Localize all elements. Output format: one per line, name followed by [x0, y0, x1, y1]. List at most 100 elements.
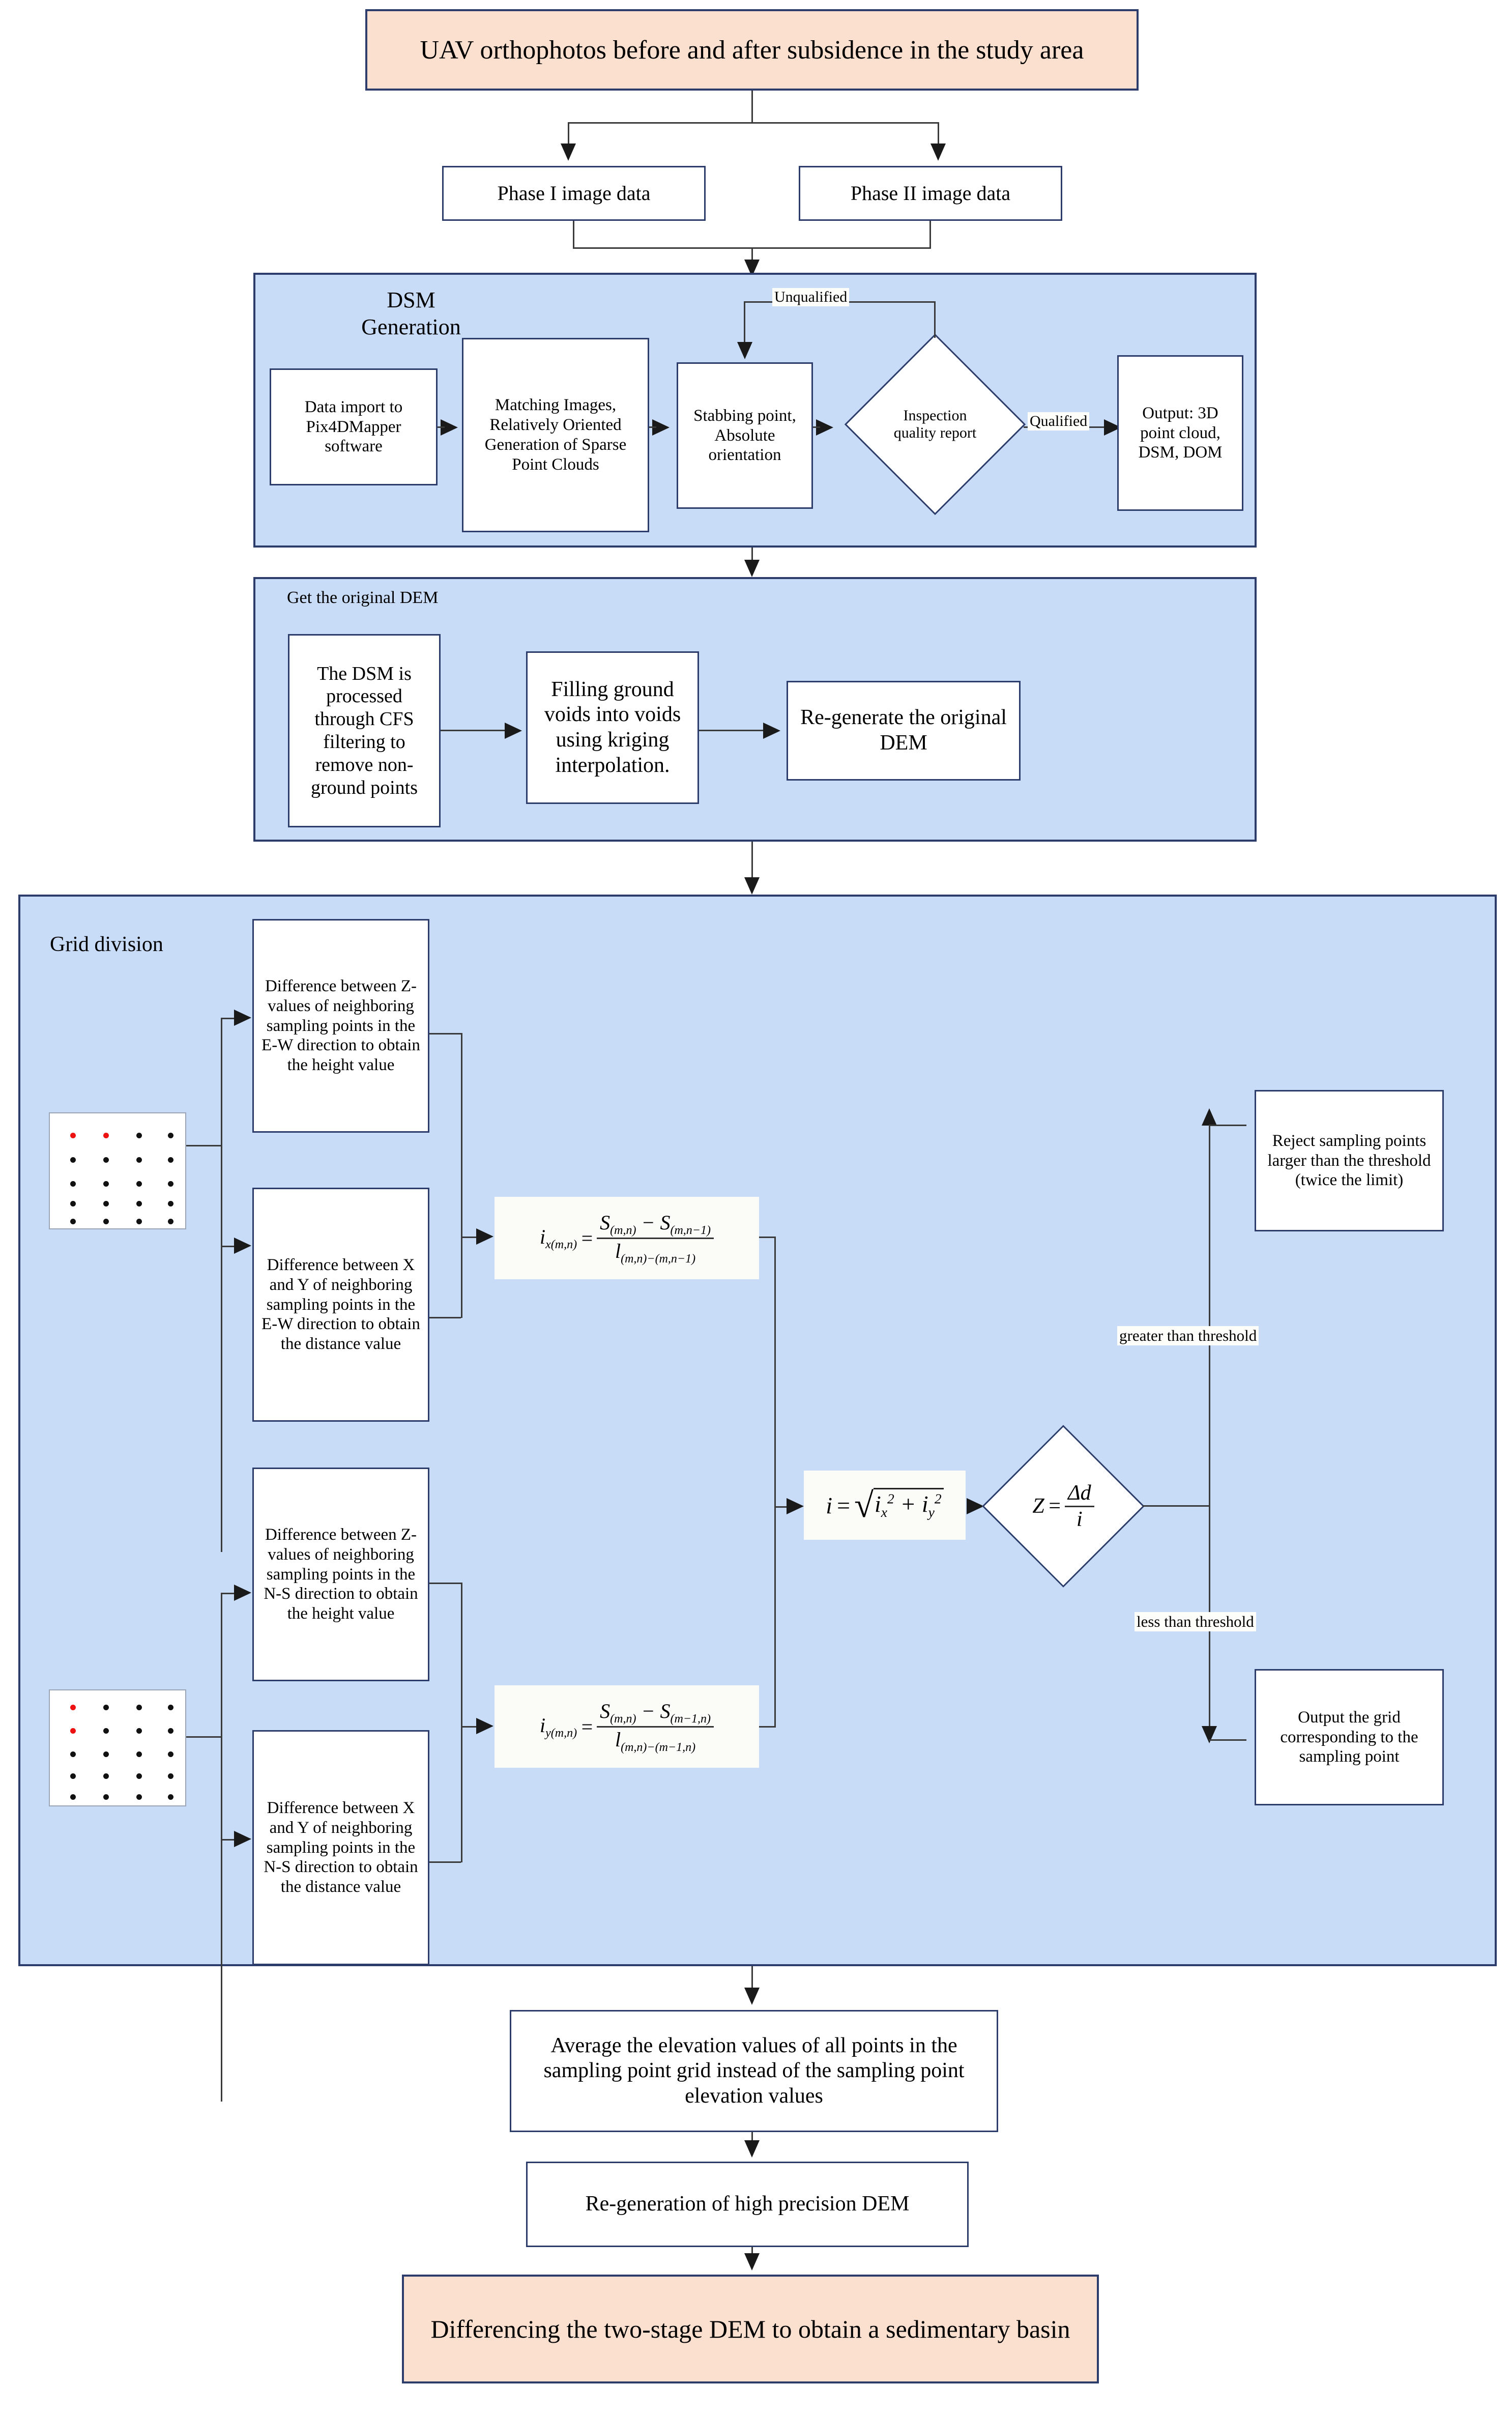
formula-iy-eq: = [580, 1715, 594, 1738]
formula-z-denominator: i [1077, 1507, 1083, 1531]
node-kriging-interpolation-label: Filling ground voids into voids using kr… [544, 677, 681, 777]
formula-ix-lhs: ix(m,n) [540, 1225, 577, 1251]
panel-get-original-dem-title: Get the original DEM [287, 588, 439, 607]
node-stabbing-point: Stabbing point, Absolute orientation [677, 362, 813, 509]
arrowhead-i-formula [787, 1498, 804, 1514]
connector-phase2-down [929, 221, 931, 247]
connector-nsz-right [429, 1583, 461, 1584]
connector-unqualified-up [934, 301, 936, 338]
node-matching-images-label: Matching Images, Relatively Oriented Gen… [484, 396, 627, 474]
node-uav-orthophotos-label: UAV orthophotos before and after subside… [420, 35, 1084, 65]
connector-terminal-down [751, 91, 753, 122]
arrowhead-unqualified [737, 342, 752, 359]
formula-iy: iy(m,n) = S(m,n) − S(m−1,n) l(m,n)−(m−1,… [495, 1685, 759, 1768]
arrowhead-kriging-to-regen [763, 723, 780, 739]
connector-nsxy-right [429, 1861, 461, 1863]
node-reject-sampling-points: Reject sampling points larger than the t… [1255, 1090, 1444, 1231]
formula-i: i = √ ix2 + iy2 [804, 1471, 966, 1540]
node-regenerate-high-precision-dem: Re-generation of high precision DEM [526, 2162, 969, 2247]
node-average-elevation-label: Average the elevation values of all poin… [543, 2033, 965, 2108]
edge-label-less-than-threshold: less than threshold [1135, 1612, 1256, 1631]
node-ew-xy-difference-label: Difference between X and Y of neighborin… [261, 1255, 420, 1354]
formula-i-radicand: ix2 + iy2 [874, 1487, 944, 1523]
node-inspection-quality-label: Inspection quality report [893, 407, 977, 442]
connector-unqualified-down [744, 301, 745, 346]
node-regenerate-original-dem-label: Re-generate the original DEM [800, 706, 1007, 755]
connector-ns-to-iy [461, 1726, 488, 1728]
node-matching-images: Matching Images, Relatively Oriented Gen… [462, 338, 649, 532]
node-final-differencing: Differencing the two-stage DEM to obtain… [402, 2275, 1099, 2383]
formula-iy-fraction: S(m,n) − S(m−1,n) l(m,n)−(m−1,n) [597, 1699, 714, 1755]
connector-merge-to-dsm [751, 247, 753, 266]
node-final-differencing-label: Differencing the two-stage DEM to obtain… [430, 2315, 1070, 2343]
connector-terminal-split [568, 122, 939, 124]
connector-cfs-to-kriging [441, 730, 507, 731]
connector-z-right [1143, 1505, 1209, 1507]
arrowhead-gridNS-xybox [234, 1831, 251, 1847]
edge-label-unqualified: Unqualified [772, 288, 850, 306]
formula-ix-numerator: S(m,n) − S(m,n−1) [597, 1211, 714, 1239]
arrowhead-gridEW-zbox [234, 1010, 251, 1026]
node-stabbing-point-label: Stabbing point, Absolute orientation [693, 406, 796, 465]
panel-dsm-title-line2: Generation [361, 314, 461, 339]
node-ns-z-difference: Difference between Z-values of neighbori… [252, 1468, 429, 1681]
connector-to-reject-box [1209, 1125, 1246, 1126]
node-average-elevation: Average the elevation values of all poin… [510, 2010, 998, 2132]
node-phase-2-label: Phase II image data [850, 182, 1011, 205]
node-data-import-pix4d-label: Data import to Pix4DMapper software [304, 397, 403, 456]
formula-i-lhs: i [826, 1492, 833, 1518]
formula-i-eq: = [835, 1492, 852, 1518]
node-ew-z-difference-label: Difference between Z-values of neighbori… [261, 976, 420, 1075]
node-inspection-quality-decision: Inspection quality report [844, 333, 1026, 515]
connector-stabbing-to-inspection [813, 426, 820, 428]
node-output-grid-sampling-point-label: Output the grid corresponding to the sam… [1280, 1708, 1418, 1766]
node-ns-xy-difference: Difference between X and Y of neighborin… [252, 1730, 429, 1965]
edge-label-qualified: Qualified [1028, 412, 1090, 430]
node-dsm-cfs-filtering-label: The DSM is processed through CFS filteri… [310, 663, 418, 798]
formula-ix-eq: = [580, 1226, 594, 1250]
formula-z-eq: = [1047, 1494, 1062, 1518]
arrowhead-gridEW-xybox [234, 1238, 251, 1254]
node-phase-1-label: Phase I image data [497, 182, 651, 205]
connector-to-phase1 [568, 122, 569, 143]
connector-z-branch-up [1209, 1125, 1210, 1506]
connector-gridNS-vertical [221, 1593, 222, 2102]
formula-z-lhs: Z [1032, 1494, 1044, 1518]
connector-ixy-merge [774, 1237, 776, 1728]
arrowhead-cfs-to-kriging [505, 723, 522, 739]
node-ns-xy-difference-label: Difference between X and Y of neighborin… [264, 1798, 418, 1896]
arrowhead-regen-box [744, 2140, 760, 2158]
connector-dsm-to-dem [751, 548, 753, 570]
connector-phase1-down [573, 221, 574, 247]
node-output-3d-point-cloud: Output: 3D point cloud, DSM, DOM [1117, 355, 1243, 511]
connector-to-phase2 [938, 122, 939, 143]
arrowhead-dem-panel [744, 560, 760, 577]
connector-ew-to-ix [461, 1237, 488, 1238]
node-ew-xy-difference: Difference between X and Y of neighborin… [252, 1188, 429, 1422]
panel-grid-division-title: Grid division [50, 933, 163, 956]
panel-grid-division: Grid division [18, 895, 1497, 1966]
node-data-import-pix4d: Data import to Pix4DMapper software [270, 368, 438, 485]
connector-dem-to-grid [751, 842, 753, 886]
formula-i-sqrt: √ ix2 + iy2 [854, 1487, 944, 1523]
panel-dsm-title-line1: DSM [387, 288, 435, 312]
connector-ew-join [461, 1033, 462, 1318]
node-regenerate-high-precision-dem-label: Re-generation of high precision DEM [585, 2192, 910, 2216]
formula-iy-lhs: iy(m,n) [540, 1713, 577, 1740]
arrowhead-grid-panel [744, 877, 760, 895]
arrowhead-reject-box [1202, 1108, 1217, 1126]
formula-ix-fraction: S(m,n) − S(m,n−1) l(m,n)−(m,n−1) [597, 1211, 714, 1266]
node-output-grid-sampling-point: Output the grid corresponding to the sam… [1255, 1669, 1444, 1805]
arrowhead-gridNS-zbox [234, 1585, 251, 1601]
formula-iy-denominator: l(m,n)−(m−1,n) [615, 1728, 696, 1754]
node-inspection-quality-label-wrap: Inspection quality report [845, 334, 1026, 515]
arrowhead-phase1 [561, 143, 576, 161]
connector-gridEW-out [186, 1145, 221, 1146]
arrowhead-average-box [744, 1988, 760, 2005]
node-output-3d-point-cloud-label: Output: 3D point cloud, DSM, DOM [1138, 404, 1223, 462]
arrowhead-ix-formula [476, 1228, 493, 1245]
connector-iy-right [759, 1726, 774, 1728]
formula-ix: ix(m,n) = S(m,n) − S(m,n−1) l(m,n)−(m,n−… [495, 1197, 759, 1279]
connector-ewxy-right [429, 1317, 461, 1318]
formula-z-numerator: Δd [1065, 1481, 1094, 1507]
